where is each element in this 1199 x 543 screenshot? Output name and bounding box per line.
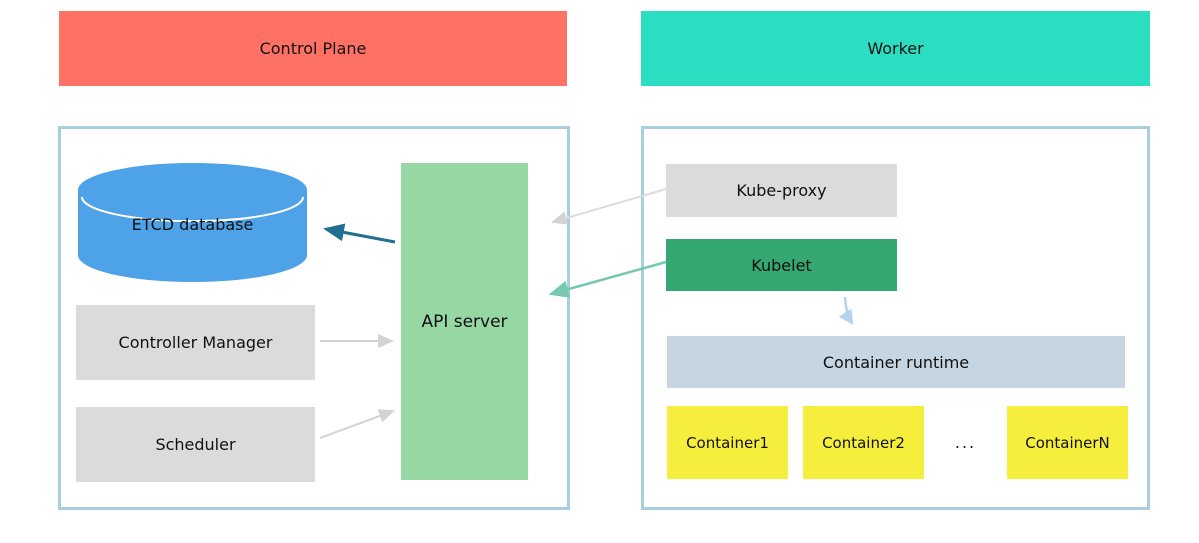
worker-banner-label: Worker xyxy=(867,39,924,58)
worker-banner: Worker xyxy=(641,11,1150,86)
control-plane-banner-label: Control Plane xyxy=(259,39,367,58)
containers-ellipsis: ... xyxy=(924,406,1007,479)
kube-proxy-label: Kube-proxy xyxy=(736,181,827,200)
scheduler-label: Scheduler xyxy=(155,435,236,454)
etcd-database-label: ETCD database xyxy=(131,215,254,234)
kube-proxy-node: Kube-proxy xyxy=(666,164,897,217)
containerN-label: ContainerN xyxy=(1025,433,1110,452)
controller-manager-label: Controller Manager xyxy=(118,333,273,352)
controller-manager-node: Controller Manager xyxy=(76,305,315,380)
containers-ellipsis-label: ... xyxy=(954,433,977,452)
api-server-label: API server xyxy=(421,311,508,332)
etcd-database-node: ETCD database xyxy=(78,163,307,282)
database-cylinder-icon xyxy=(78,163,307,282)
container-runtime-node: Container runtime xyxy=(667,336,1125,388)
container2-label: Container2 xyxy=(822,433,905,452)
containerN-node: ContainerN xyxy=(1007,406,1128,479)
kubelet-node: Kubelet xyxy=(666,239,897,291)
container1-label: Container1 xyxy=(686,433,769,452)
container1-node: Container1 xyxy=(667,406,788,479)
container2-node: Container2 xyxy=(803,406,924,479)
control-plane-banner: Control Plane xyxy=(59,11,567,86)
scheduler-node: Scheduler xyxy=(76,407,315,482)
kubelet-label: Kubelet xyxy=(751,255,812,275)
api-server-node: API server xyxy=(401,163,528,480)
container-runtime-label: Container runtime xyxy=(822,352,970,372)
